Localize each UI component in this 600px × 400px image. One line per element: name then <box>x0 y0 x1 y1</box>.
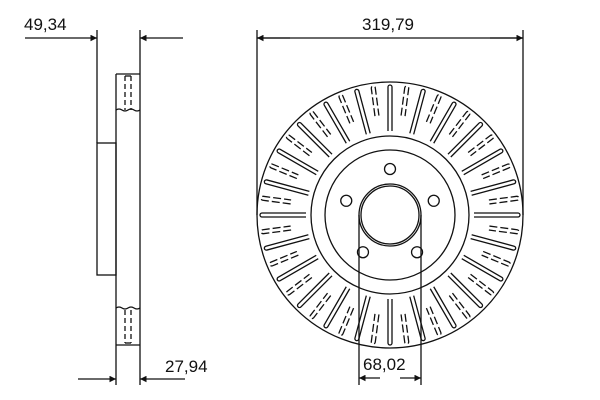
dim-disc-thickness: 27,94 <box>165 357 208 376</box>
side-view <box>96 30 141 385</box>
dim-overall-height: 49,34 <box>24 15 67 34</box>
bolt-holes <box>340 162 440 259</box>
vent-slots <box>259 84 521 346</box>
dim-outer-diameter: 319,79 <box>362 15 414 34</box>
dim-center-bore: 68,02 <box>363 355 406 374</box>
dimension-arrows-front <box>257 34 523 382</box>
dimension-arrows-side <box>25 34 185 383</box>
front-view <box>256 30 524 385</box>
